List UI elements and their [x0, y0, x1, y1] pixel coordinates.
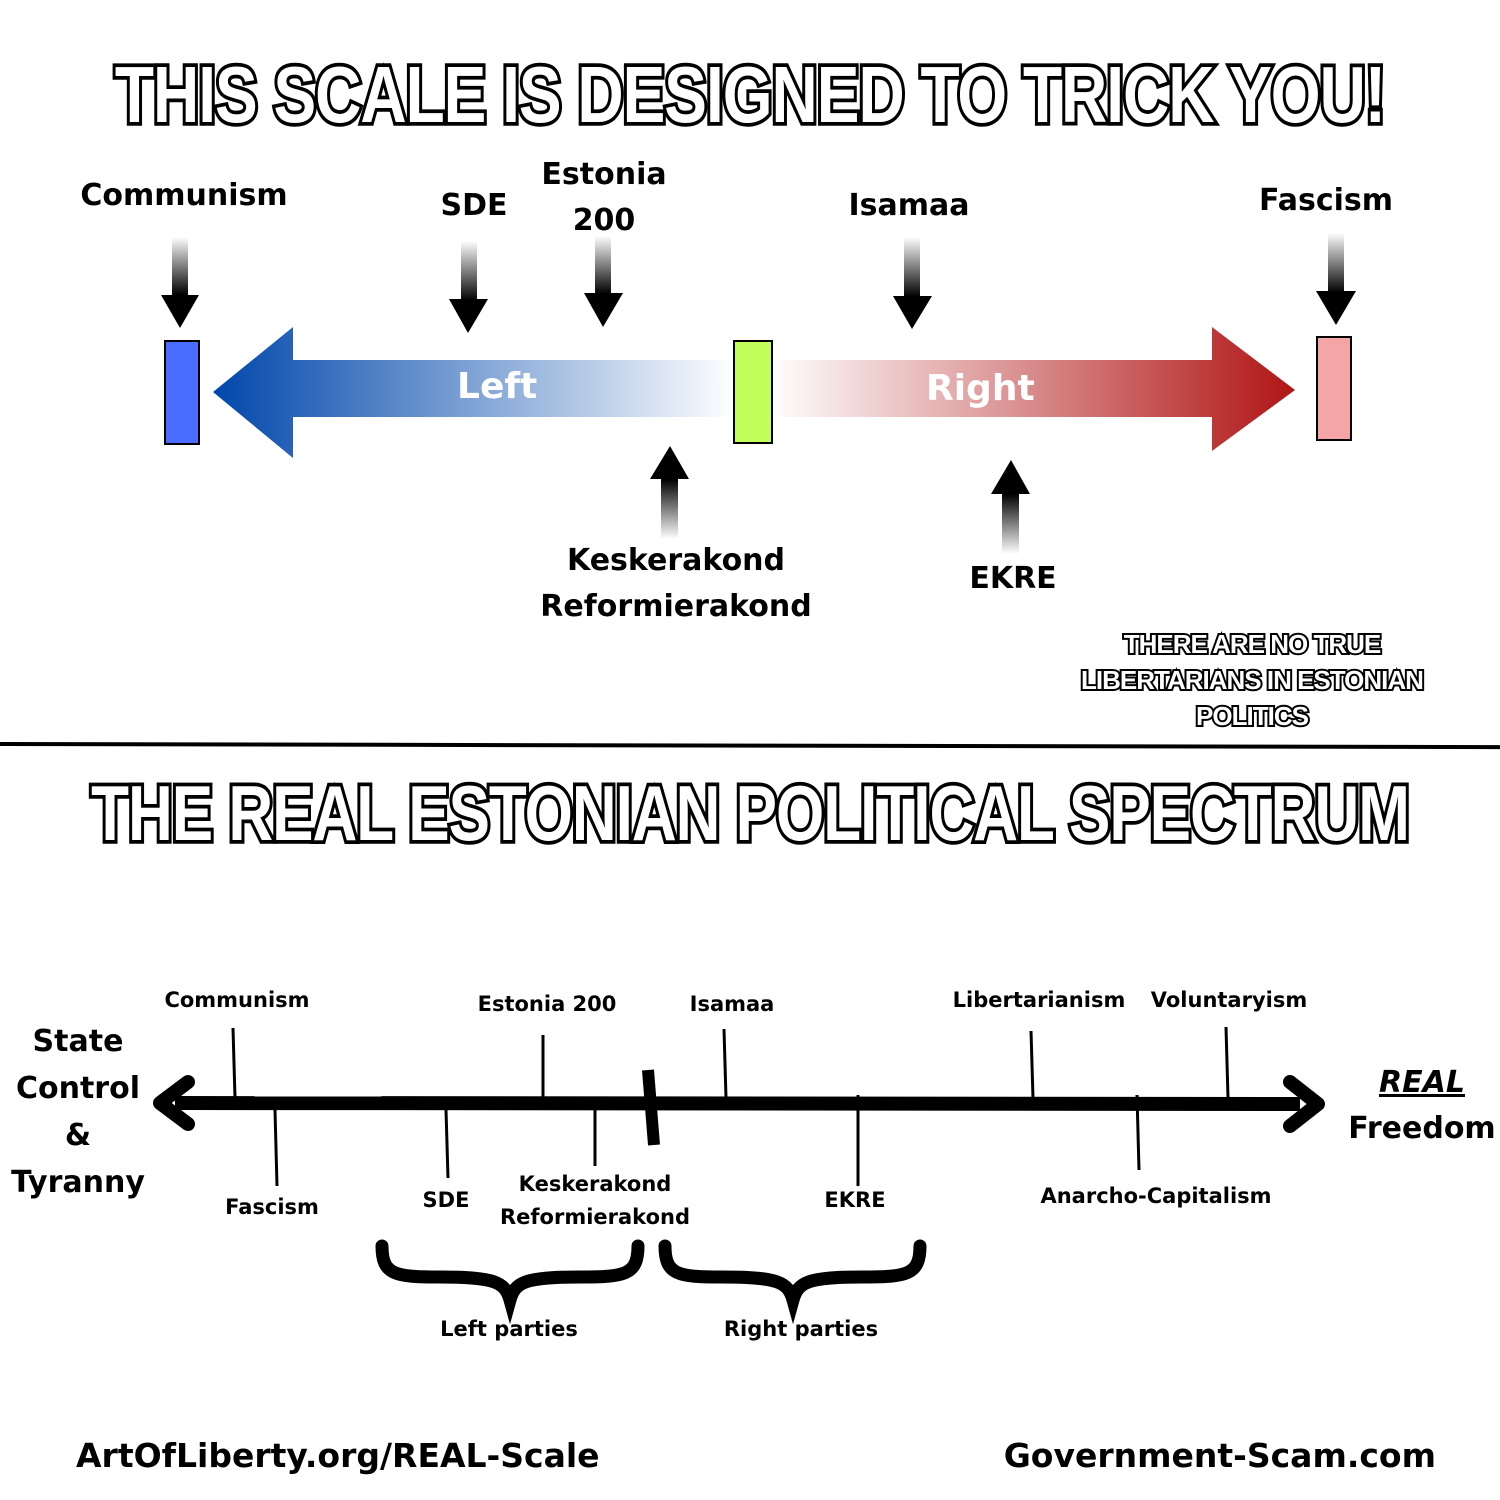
- footer-right-link[interactable]: Government-Scam.com: [1003, 1436, 1436, 1475]
- real-freedom-label: REAL Freedom: [1348, 1060, 1495, 1152]
- top-keskerakond-label: Keskerakond Reformierakond: [540, 538, 811, 630]
- top-sde-label: SDE: [440, 188, 508, 223]
- bottom-anarcho-capitalism-label: Anarcho-Capitalism: [1040, 1184, 1272, 1208]
- tick-sde: [444, 1109, 450, 1179]
- right-arrow: [770, 327, 1295, 451]
- top-ekre-label: EKRE: [969, 561, 1057, 596]
- sde-down-arrow-icon: [449, 241, 488, 333]
- bottom-keskerakond-label: Keskerakond Reformierakond: [500, 1168, 690, 1234]
- state-control-label: State Control & Tyranny: [11, 1018, 145, 1206]
- bottom-sde-label: SDE: [422, 1188, 470, 1212]
- note-line-1: THERE ARE NO TRUE: [1122, 627, 1384, 661]
- top-estonia200-line1: Estonia: [541, 157, 667, 192]
- tick-fascism: [273, 1109, 279, 1187]
- state-control-line-3: &: [64, 1118, 92, 1153]
- bottom-communism-label: Communism: [164, 988, 310, 1012]
- top-estonia200-line2: 200: [572, 203, 636, 238]
- top-communism-label: Communism: [80, 178, 288, 213]
- communism-box: [164, 340, 200, 445]
- footer-left-link[interactable]: ArtOfLiberty.org/REAL-Scale: [76, 1436, 600, 1475]
- real-freedom-line-1: REAL: [1379, 1065, 1465, 1100]
- spectrum-axis-line: [174, 1096, 1301, 1111]
- right-parties-label: Right parties: [723, 1317, 879, 1341]
- communism-down-arrow-icon: [161, 237, 199, 328]
- right-label: Right: [926, 368, 1035, 409]
- tick-isamaa: [722, 1028, 728, 1099]
- no-libertarians-note: THERE ARE NO TRUE LIBERTARIANS IN ESTONI…: [1052, 626, 1452, 734]
- left-label: Left: [457, 366, 538, 407]
- bottom-title: THE REAL ESTONIAN POLITICAL SPECTRUM: [88, 768, 1413, 862]
- top-title: THIS SCALE IS DESIGNED TO TRICK YOU!: [112, 46, 1389, 144]
- state-control-line-4: Tyranny: [11, 1165, 145, 1200]
- ekre-up-arrow-icon: [991, 460, 1030, 554]
- bottom-keskerakond-line: Keskerakond: [518, 1172, 672, 1196]
- left-arrow: [213, 327, 735, 458]
- top-reformierakond-line: Reformierakond: [540, 589, 812, 624]
- left-parties-brace-icon: [375, 1239, 645, 1325]
- state-control-line-1: State: [32, 1024, 124, 1059]
- center-marker: [642, 1069, 660, 1146]
- top-keskerakond-line: Keskerakond: [566, 543, 786, 578]
- estonia200-down-arrow-icon: [584, 236, 623, 327]
- bottom-voluntaryism-label: Voluntaryism: [1150, 988, 1308, 1012]
- bottom-estonia200-label: Estonia 200: [477, 992, 617, 1016]
- bottom-libertarianism-label: Libertarianism: [952, 988, 1126, 1012]
- bottom-fascism-label: Fascism: [225, 1195, 319, 1219]
- top-fascism-label: Fascism: [1258, 183, 1394, 218]
- fascism-box: [1316, 336, 1352, 441]
- top-estonia200-label: Estonia 200: [541, 152, 666, 244]
- fascism-down-arrow-icon: [1316, 233, 1356, 325]
- axis-left-arrowhead-icon: [153, 1075, 195, 1131]
- bottom-reformierakond-line: Reformierakond: [500, 1205, 690, 1229]
- bottom-isamaa-label: Isamaa: [689, 992, 775, 1016]
- tick-libertarianism: [1029, 1030, 1035, 1099]
- keskerakond-up-arrow-icon: [650, 446, 689, 539]
- state-control-line-2: Control: [15, 1071, 140, 1106]
- note-line-2: LIBERTARIANS IN ESTONIAN: [1079, 663, 1426, 697]
- tick-communism: [231, 1027, 237, 1099]
- tick-anarcho-capitalism: [1135, 1094, 1141, 1171]
- note-line-3: POLITICS: [1194, 699, 1311, 733]
- tick-voluntaryism: [1224, 1026, 1230, 1099]
- top-isamaa-label: Isamaa: [848, 188, 970, 223]
- bottom-ekre-label: EKRE: [824, 1188, 886, 1212]
- left-parties-label: Left parties: [440, 1317, 578, 1341]
- center-box: [733, 340, 773, 444]
- isamaa-down-arrow-icon: [893, 237, 932, 329]
- right-parties-brace-icon: [658, 1239, 927, 1325]
- axis-right-arrowhead-icon: [1283, 1075, 1325, 1133]
- real-freedom-line-2: Freedom: [1348, 1111, 1496, 1146]
